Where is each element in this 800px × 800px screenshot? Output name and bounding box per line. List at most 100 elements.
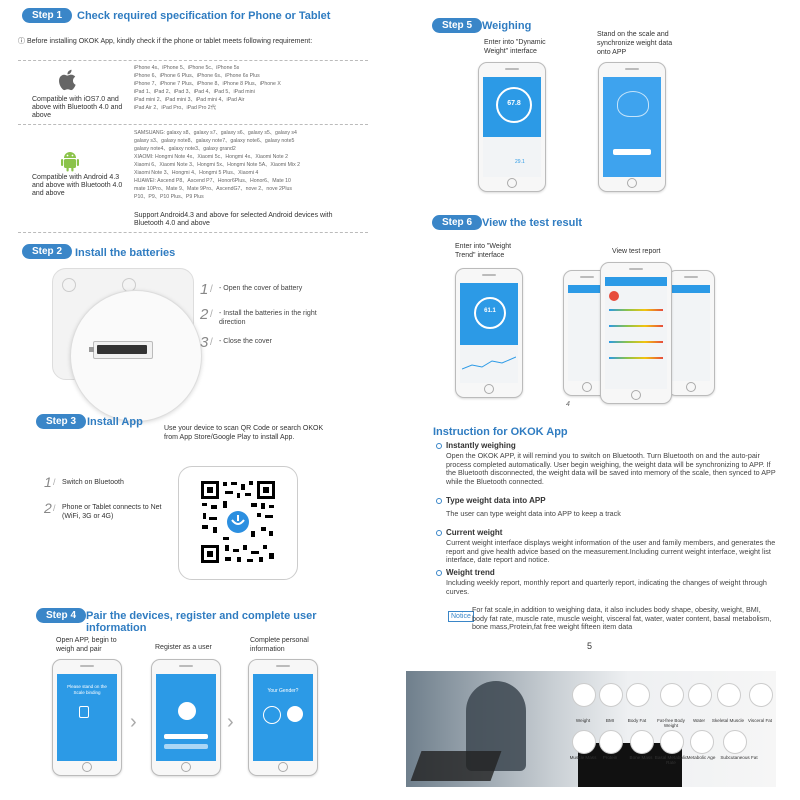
phone-report-center <box>600 262 672 404</box>
step5-caption: Enter into "Dynamic Weight" interface <box>484 39 546 55</box>
step2-item-text: - Close the cover <box>219 338 272 345</box>
apple-icon <box>59 69 76 91</box>
android-models-list: SAMSUANG: galaxy s8、galaxy s7、galaxy s6、… <box>134 129 374 201</box>
step1-pill: Step 1 <box>22 8 73 23</box>
battery-icon <box>97 345 147 354</box>
male-icon[interactable] <box>263 706 281 724</box>
okok-logo-icon <box>178 702 196 720</box>
step6-caption: Enter into "Weight Trend" interface <box>455 243 512 259</box>
android-model-line: galaxy note4、galaxy note3、galaxy grand2 <box>134 146 236 152</box>
metric-label: BMI <box>605 718 615 723</box>
metric-label: Water <box>692 718 706 723</box>
step4-title: Pair the devices, register and complete … <box>86 610 317 634</box>
weight-value-2: 29.1 <box>515 159 525 165</box>
step3-num: 1 <box>44 474 52 490</box>
phone-register-screen <box>151 659 221 776</box>
report-marker: 4 <box>566 401 570 408</box>
metabolic-age-icon <box>690 730 714 754</box>
metric-label: Skeletal Muscle <box>711 718 745 723</box>
step6-pill: Step 6 <box>432 215 483 230</box>
ios-model-line: iPhone 4s、iPhone 5、iPhone 5c、iPhone 5s <box>134 65 240 71</box>
android-model-line: Xiaomi 6、Xiaomi Note 3、Hongmi 5x、Hongmi … <box>134 162 301 168</box>
instruction-text: Current weight interface displays weight… <box>446 538 776 564</box>
phone-weight-trend: 61.1 <box>455 268 523 398</box>
step3-item-text: Phone or Tablet connects to Net (WiFi, 3… <box>62 504 162 520</box>
metric-label: Body Fat <box>627 718 647 723</box>
chevron-right-icon: › <box>227 711 234 733</box>
step1-title: Check required specification for Phone o… <box>77 10 331 22</box>
notice-text: For fat scale,in addition to weighing da… <box>472 605 772 631</box>
step2-num: 1 <box>200 281 209 298</box>
instruction-text: Including weekly report, monthly report … <box>446 578 767 596</box>
step3-text: Use your device to scan QR Code or searc… <box>164 425 324 441</box>
pair-instruction: Please stand on the Scale binding <box>67 684 107 695</box>
instruction-heading: Current weight <box>436 528 502 537</box>
instruction-heading: Type weight data into APP <box>436 496 546 505</box>
android-model-line: HUAWEI: Ascend P8、Ascend P7、Honor6Plus、H… <box>134 178 291 184</box>
metric-label: Basal Metabolic Rate <box>654 755 688 765</box>
scale-photo <box>410 751 502 781</box>
bmi-icon <box>599 683 623 707</box>
instruction-heading: Instantly weighing <box>436 441 516 450</box>
android-model-line: galaxy s3、galaxy note8、galaxy note7、gala… <box>134 138 295 144</box>
step5-pill: Step 5 <box>432 18 483 33</box>
step2-item-text: - Install the batteries in the right dir… <box>219 310 317 326</box>
phone-sync-weight <box>598 62 666 192</box>
step5-caption: Stand on the scale and synchronize weigh… <box>597 31 673 56</box>
metric-label: Protein <box>602 755 618 760</box>
ios-model-line: iPad mini 2、iPad mini 3、iPad mini 4、iPad… <box>134 97 245 103</box>
step4-caption: Complete personal information <box>250 637 309 653</box>
weight-icon <box>572 683 596 707</box>
phone-info-screen: Your Gender? <box>248 659 318 776</box>
ios-models-list: iPhone 4s、iPhone 5、iPhone 5c、iPhone 5s i… <box>134 64 374 112</box>
android-icon <box>61 152 79 172</box>
notice-badge: Notice <box>448 611 474 622</box>
instruction-heading: Weight trend <box>436 568 495 577</box>
bone-mass-icon <box>630 730 654 754</box>
battery-zoom-circle <box>70 290 202 422</box>
android-model-line: P10、P9、P10 Plus、P9 Plus <box>134 194 204 200</box>
metric-label: Weight <box>575 718 591 723</box>
muscle-mass-icon <box>572 730 596 754</box>
subcutaneous-fat-icon <box>723 730 747 754</box>
water-icon <box>688 683 712 707</box>
metric-label: Visceral Fat <box>747 718 773 723</box>
android-model-line: Xiaomi Note 3、Hongmi 4、Hongmi 5 Plus、Xia… <box>134 170 259 176</box>
android-model-line: mate 10Pro、Mate 9、Mate 9Pro、AscendG7、nov… <box>134 186 293 192</box>
step4-caption: Open APP, begin to weigh and pair <box>56 637 117 653</box>
step4-caption: Register as a user <box>155 644 212 651</box>
ios-model-line: iPhone 7、iPhone 7 Plus、iPhone 8、iPhone 8… <box>134 81 281 87</box>
step3-pill: Step 3 <box>36 414 87 429</box>
step2-num: 2 <box>200 306 209 323</box>
qr-code <box>199 479 277 565</box>
step6-title: View the test result <box>482 217 583 229</box>
metric-label: Subcutaneous Fat <box>720 755 758 760</box>
protein-icon <box>599 730 623 754</box>
female-icon[interactable] <box>287 706 303 722</box>
step5-title: Weighing <box>482 20 532 32</box>
qr-code-frame[interactable] <box>178 466 298 580</box>
metric-label: Bone Mass <box>629 755 653 760</box>
chevron-right-icon: › <box>130 711 137 733</box>
ios-model-line: iPad Air 2、iPad Pro、iPad Pro 2代 <box>134 105 216 111</box>
step4-pill: Step 4 <box>36 608 87 623</box>
step2-num: 3 <box>200 334 209 351</box>
step6-caption: View test report <box>612 248 661 255</box>
page-number: 5 <box>587 641 593 651</box>
phone-pair-screen: Please stand on the Scale binding <box>52 659 122 776</box>
fat-free-weight-icon <box>660 683 684 707</box>
trend-value: 61.1 <box>484 308 496 314</box>
step1-intro: ⓘ Before installing OKOK App, kindly che… <box>18 38 313 45</box>
instruction-text: The user can type weight data into APP t… <box>446 509 621 518</box>
phone-dynamic-weight: 67.8 29.1 <box>478 62 546 192</box>
android-support-note: Support Android4.3 and above for selecte… <box>134 212 333 227</box>
ios-model-line: iPhone 6、iPhone 6 Plus、iPhone 6s、iPhone … <box>134 73 260 79</box>
metric-label: Metabolic Age <box>686 755 716 760</box>
bmr-icon <box>660 730 684 754</box>
phone-report-right <box>667 270 715 396</box>
skeletal-muscle-icon <box>717 683 741 707</box>
instruction-text: Open the OKOK APP, it will remind you to… <box>446 451 776 486</box>
android-model-line: SAMSUANG: galaxy s8、galaxy s7、galaxy s6、… <box>134 130 297 136</box>
step3-item-text: Switch on Bluetooth <box>62 479 124 486</box>
step2-pill: Step 2 <box>22 244 73 259</box>
